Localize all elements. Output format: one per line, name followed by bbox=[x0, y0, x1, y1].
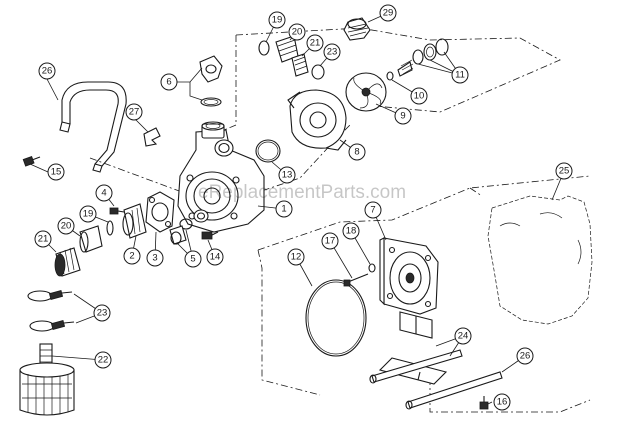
callout-label: 20 bbox=[61, 221, 72, 232]
callout-label: 26 bbox=[42, 66, 53, 77]
callout-label: 19 bbox=[272, 15, 283, 26]
callout-12: 12 bbox=[287, 248, 305, 266]
callout-label: 20 bbox=[292, 27, 303, 38]
plug-part-29 bbox=[343, 17, 371, 41]
oring-part-13 bbox=[255, 139, 281, 163]
callout-8: 8 bbox=[348, 143, 366, 161]
callout-label: 21 bbox=[38, 234, 49, 245]
callout-label: 4 bbox=[101, 188, 106, 199]
drain-plug-part bbox=[169, 218, 193, 245]
callout-17: 17 bbox=[321, 232, 339, 250]
callout-label: 29 bbox=[383, 8, 394, 19]
callout-label: 22 bbox=[98, 355, 109, 366]
label-plate-part bbox=[143, 127, 161, 147]
pump-casing-part bbox=[177, 121, 265, 233]
callout-label: 3 bbox=[152, 253, 157, 264]
callout-label: 18 bbox=[346, 226, 357, 237]
callout-label: 24 bbox=[458, 331, 469, 342]
callout-18: 18 bbox=[342, 222, 360, 240]
callout-15: 15 bbox=[47, 163, 65, 181]
elbow-fitting-part bbox=[199, 55, 223, 107]
callout-25: 25 bbox=[555, 162, 573, 180]
callout-label: 7 bbox=[370, 205, 375, 216]
callout-3: 3 bbox=[146, 249, 164, 267]
callout-label: 13 bbox=[282, 170, 293, 181]
callout-label: 21 bbox=[310, 38, 321, 49]
callout-19-left: 19 bbox=[79, 205, 97, 223]
callout-label: 6 bbox=[166, 77, 171, 88]
callout-23-left: 23 bbox=[93, 304, 111, 322]
callout-23-top: 23 bbox=[323, 43, 341, 61]
callout-label: 10 bbox=[414, 91, 425, 102]
callout-label: 23 bbox=[97, 308, 108, 319]
bolt-part-15 bbox=[22, 155, 41, 167]
screw-washer-part bbox=[343, 263, 376, 287]
callout-6: 6 bbox=[160, 73, 178, 91]
callout-26-bottom: 26 bbox=[516, 347, 534, 365]
callout-19-top: 19 bbox=[268, 11, 286, 29]
callout-label: 14 bbox=[210, 252, 221, 263]
callout-26-top: 26 bbox=[38, 62, 56, 80]
callout-label: 27 bbox=[129, 107, 140, 118]
callout-7: 7 bbox=[364, 201, 382, 219]
impeller-part bbox=[345, 72, 387, 112]
suction-fitting-part bbox=[54, 191, 175, 277]
bolt-part-16 bbox=[479, 396, 489, 410]
callout-label: 2 bbox=[129, 251, 134, 262]
hose-clamp-part bbox=[27, 290, 75, 332]
callout-label: 19 bbox=[83, 209, 94, 220]
callout-24: 24 bbox=[454, 327, 472, 345]
callout-29: 29 bbox=[379, 4, 397, 22]
volute-part bbox=[287, 89, 347, 151]
callout-21-top: 21 bbox=[306, 34, 324, 52]
callout-14: 14 bbox=[206, 248, 224, 266]
callout-21-left: 21 bbox=[34, 230, 52, 248]
mechanical-seal-part bbox=[397, 38, 449, 77]
callout-11: 11 bbox=[451, 66, 469, 84]
callout-label: 25 bbox=[559, 166, 570, 177]
callout-1: 1 bbox=[275, 200, 293, 218]
callout-label: 9 bbox=[400, 111, 405, 122]
callout-20-left: 20 bbox=[57, 217, 75, 235]
carry-handle-part bbox=[59, 81, 127, 173]
callout-16: 16 bbox=[493, 393, 511, 411]
callout-5: 5 bbox=[184, 250, 202, 268]
watermark-text: eReplacementParts.com bbox=[198, 182, 406, 203]
strainer-part bbox=[19, 343, 75, 416]
bolt-part-14 bbox=[201, 231, 219, 240]
washer-part-10 bbox=[386, 71, 394, 81]
callout-label: 26 bbox=[520, 351, 531, 362]
engine-outline-part bbox=[487, 195, 593, 325]
callout-label: 17 bbox=[325, 236, 336, 247]
engine-adapter-part bbox=[379, 237, 439, 339]
callout-label: 5 bbox=[190, 254, 195, 265]
callout-label: 23 bbox=[327, 47, 338, 58]
callout-label: 8 bbox=[354, 147, 359, 158]
callout-label: 12 bbox=[291, 252, 302, 263]
callout-label: 1 bbox=[281, 204, 286, 215]
callout-4: 4 bbox=[95, 184, 113, 202]
callout-20-top: 20 bbox=[288, 23, 306, 41]
callout-22: 22 bbox=[94, 351, 112, 369]
callout-label: 11 bbox=[455, 70, 465, 81]
callout-label: 15 bbox=[51, 167, 62, 178]
callout-13: 13 bbox=[278, 166, 296, 184]
callout-10: 10 bbox=[410, 87, 428, 105]
base-frame-part bbox=[369, 349, 503, 410]
large-oring-part bbox=[305, 279, 367, 357]
callout-27: 27 bbox=[125, 103, 143, 121]
callout-9: 9 bbox=[394, 107, 412, 125]
top-hose-fitting-part bbox=[258, 35, 325, 80]
callout-label: 16 bbox=[497, 397, 508, 408]
callout-2: 2 bbox=[123, 247, 141, 265]
